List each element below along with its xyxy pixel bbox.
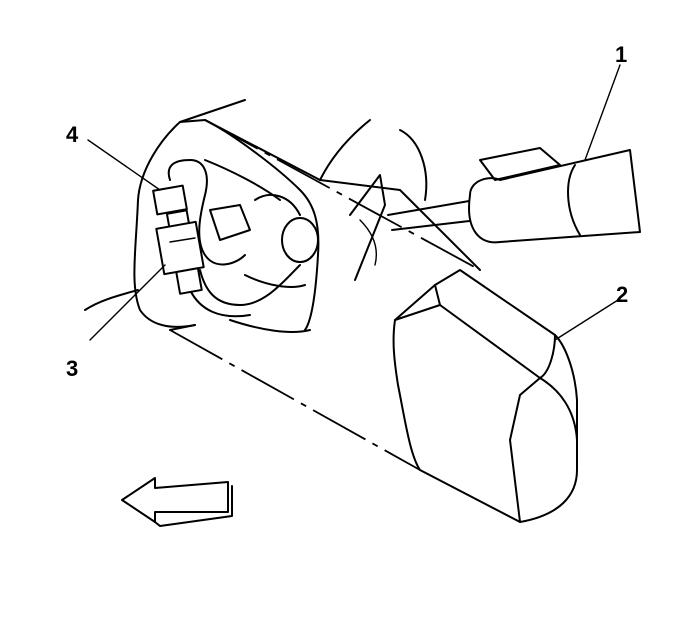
callout-1: 1 [615, 42, 627, 67]
callout-2: 2 [616, 282, 628, 307]
screwdriver-tool [387, 147, 641, 244]
inflator-cavity [204, 119, 320, 333]
left-arrow-icon [121, 477, 233, 527]
inflator-module [392, 269, 578, 523]
steering-column-housing [84, 99, 481, 471]
callout-3: 3 [66, 356, 78, 381]
connector-upper [152, 184, 191, 229]
callout-4: 4 [66, 122, 79, 147]
connector-lower [155, 220, 205, 295]
leader-lines [87, 64, 621, 341]
